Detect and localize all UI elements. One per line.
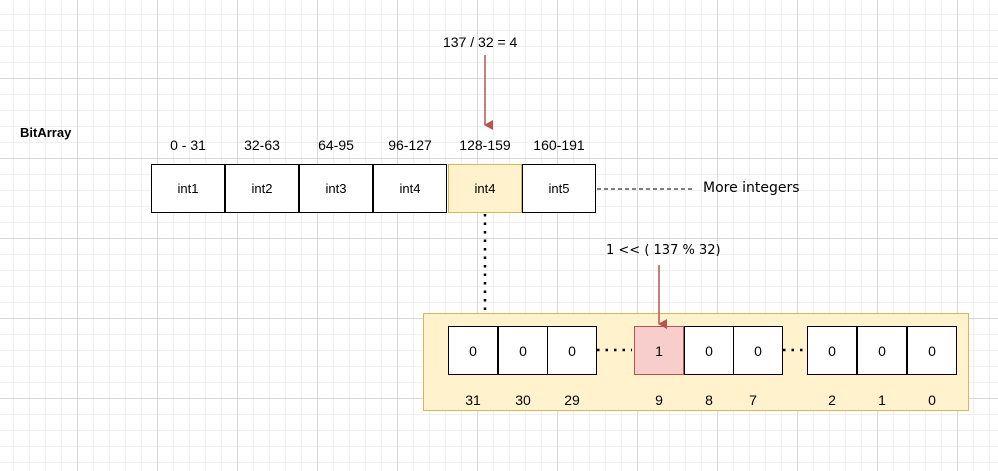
range-label: 64-95 [318, 137, 354, 153]
range-label: 96-127 [388, 137, 432, 153]
bit-index: 8 [705, 392, 713, 408]
bit-index: 30 [515, 392, 531, 408]
shift-label: 1 << ( 137 % 32) [606, 243, 721, 258]
range-label: 32-63 [244, 137, 280, 153]
bit-index: 9 [655, 392, 663, 408]
int-cell: int5 [522, 164, 596, 213]
bit-index: 7 [749, 392, 757, 408]
bit-cell: 0 [733, 326, 783, 375]
bit-index: 0 [928, 392, 936, 408]
bitarray-title: BitArray [20, 125, 72, 140]
bit-cell: 0 [857, 326, 907, 375]
range-label: 160-191 [533, 137, 585, 153]
bit-cell-highlighted: 1 [634, 326, 684, 375]
bit-cell: 0 [448, 326, 498, 375]
bit-cell: 0 [807, 326, 857, 375]
bit-index: 1 [878, 392, 886, 408]
bit-cell: 0 [498, 326, 548, 375]
int-cell-highlighted: int4 [448, 164, 522, 213]
bit-cell: 0 [907, 326, 957, 375]
range-label: 128-159 [459, 137, 511, 153]
int-cell: int1 [151, 164, 225, 213]
bit-index: 2 [828, 392, 836, 408]
bit-index: 29 [564, 392, 580, 408]
int-cell: int3 [299, 164, 373, 213]
division-label: 137 / 32 = 4 [443, 34, 518, 50]
range-label: 0 - 31 [170, 137, 206, 153]
bit-cell: 0 [547, 326, 597, 375]
more-integers-label: More integers [703, 180, 800, 196]
int-cell: int2 [225, 164, 299, 213]
bit-index: 31 [465, 392, 481, 408]
int-cell: int4 [373, 164, 447, 213]
